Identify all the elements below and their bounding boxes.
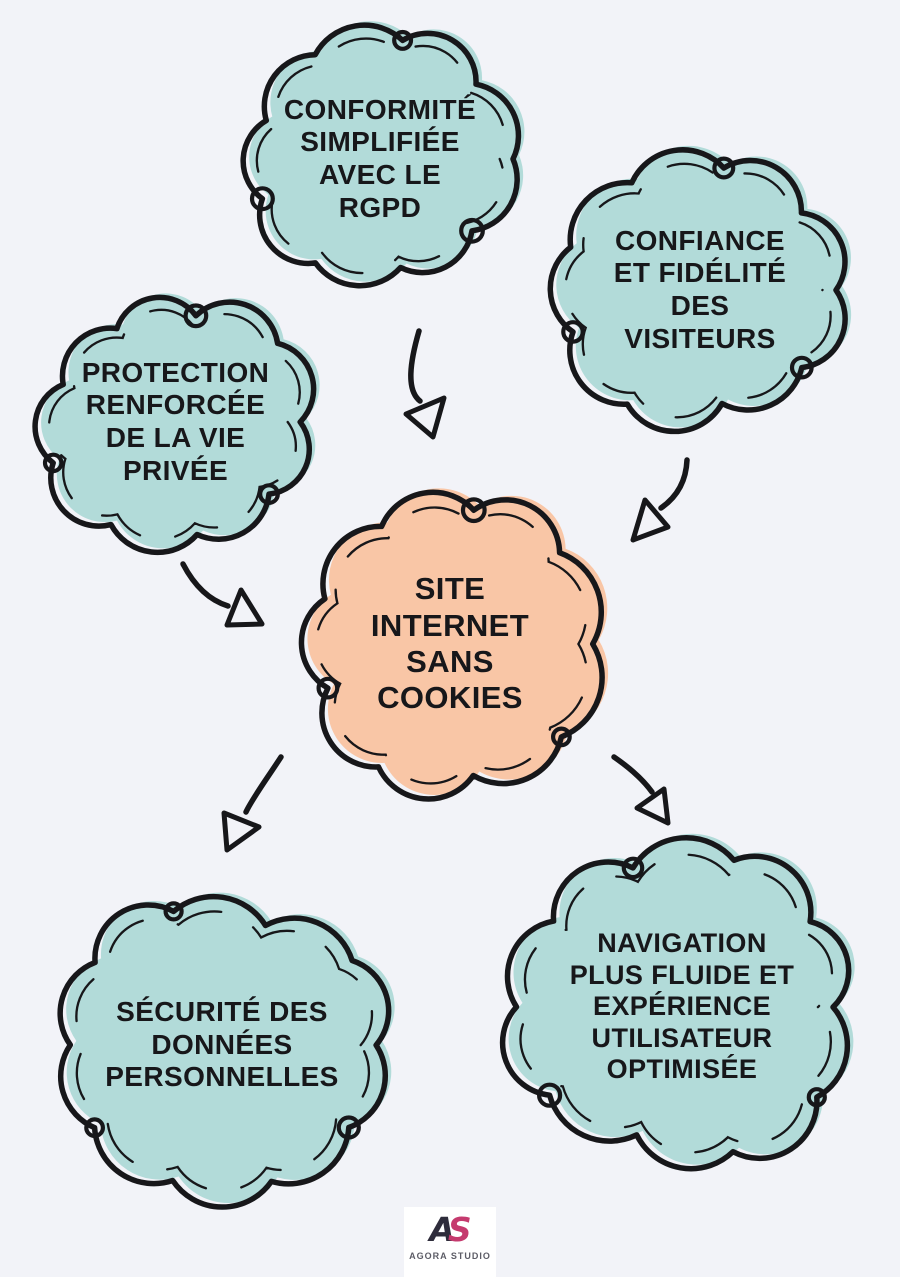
node-label-confiance: CONFIANCE ET FIDÉLITÉ DES VISITEURS: [613, 224, 787, 354]
agora-studio-logo: AS AGORA STUDIO: [404, 1207, 496, 1277]
node-protection-vie-privee: PROTECTION RENFORCÉE DE LA VIE PRIVÉE: [29, 286, 322, 558]
node-label-protection: PROTECTION RENFORCÉE DE LA VIE PRIVÉE: [81, 356, 270, 486]
arrow-center-to-securite: [221, 754, 284, 853]
cloud-shape-securite: [57, 892, 395, 1210]
node-securite-donnees: SÉCURITÉ DES DONNÉES PERSONNELLES: [53, 892, 395, 1210]
node-confiance-fidelite: CONFIANCE ET FIDÉLITÉ DES VISITEURS: [543, 145, 857, 435]
cloud-shape-navigation: [499, 833, 855, 1172]
arrow-protection-to-center: [180, 561, 265, 628]
arrow-center-to-navigation: [611, 754, 671, 826]
logo-caption: AGORA STUDIO: [409, 1251, 491, 1261]
node-label-center: SITE INTERNET SANS COOKIES: [370, 571, 530, 716]
node-label-conformite: CONFORMITÉ SIMPLIFIÉE AVEC LE RGPD: [283, 93, 477, 223]
arrow-conformite-to-center: [403, 328, 447, 440]
cloud-shape-confiance: [547, 145, 852, 435]
node-conformite-rgpd: CONFORMITÉ SIMPLIFIÉE AVEC LE RGPD: [236, 21, 525, 294]
arrow-confiance-to-center: [630, 457, 690, 543]
cloud-shape-conformite: [240, 21, 525, 289]
cloud-shape-center: [298, 488, 609, 802]
agora-studio-monogram: AS: [429, 1210, 472, 1249]
logo-letter-a: A: [429, 1210, 455, 1249]
node-site-internet-sans-cookies: SITE INTERNET SANS COOKIES: [291, 486, 609, 802]
node-navigation-fluide: NAVIGATION PLUS FLUIDE ET EXPÉRIENCE UTI…: [499, 833, 860, 1172]
cloud-shape-protection: [32, 293, 320, 556]
node-label-securite: SÉCURITÉ DES DONNÉES PERSONNELLES: [105, 995, 339, 1093]
node-label-navigation: NAVIGATION PLUS FLUIDE ET EXPÉRIENCE UTI…: [569, 928, 795, 1085]
logo-letter-s: S: [447, 1210, 472, 1249]
